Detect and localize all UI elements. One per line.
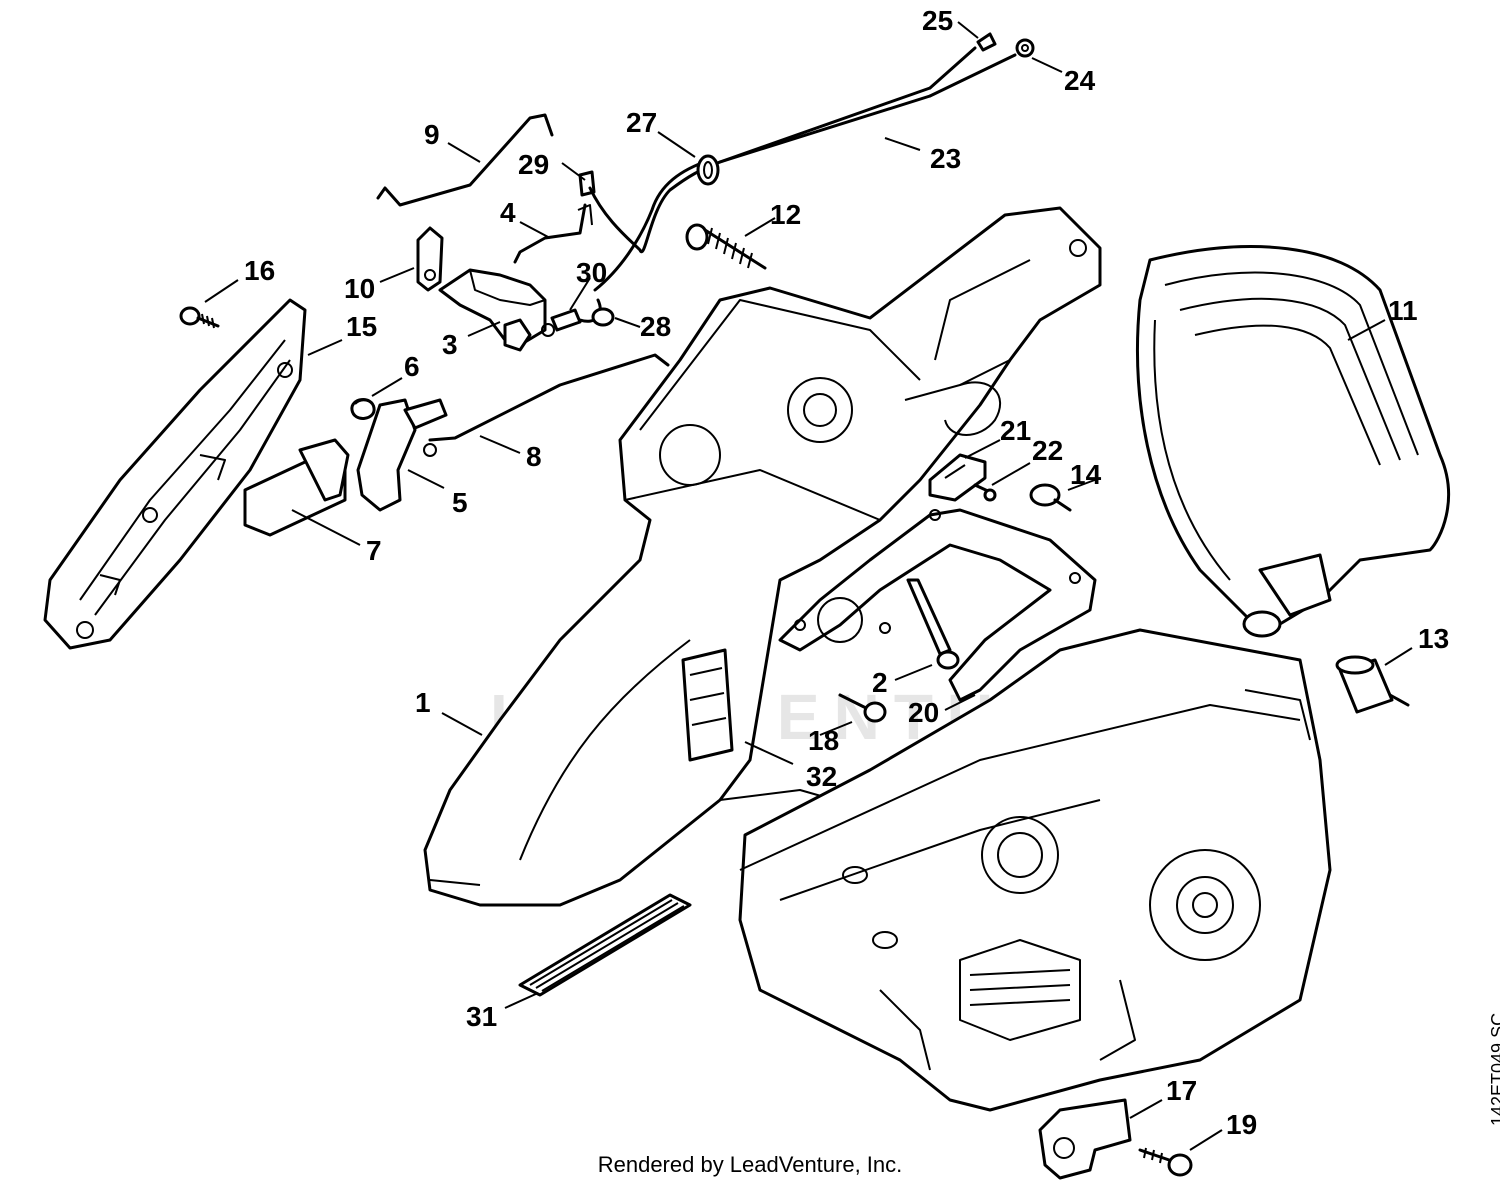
part-8-throttle-rod[interactable] xyxy=(428,353,670,442)
callout-19: 19 xyxy=(1226,1109,1257,1140)
callout-4: 4 xyxy=(500,197,516,228)
callout-31: 31 xyxy=(466,1001,497,1032)
drawing-code: 142ET049 SC xyxy=(1488,1012,1500,1126)
callout-27: 27 xyxy=(626,107,657,138)
callout-labels: 1 2 3 4 5 6 7 8 9 10 11 12 13 14 15 16 1… xyxy=(244,5,1449,1140)
callout-9: 9 xyxy=(424,119,440,150)
callout-11: 11 xyxy=(1388,295,1418,326)
callout-5: 5 xyxy=(452,487,468,518)
callout-10: 10 xyxy=(344,273,375,304)
part-14-screw[interactable] xyxy=(1029,483,1072,512)
part-31-decal[interactable] xyxy=(518,893,692,997)
part-5-throttle-trigger[interactable] xyxy=(356,398,448,512)
callout-24: 24 xyxy=(1064,65,1096,96)
part-20-gasket-frame[interactable] xyxy=(778,508,1097,702)
callout-2: 2 xyxy=(872,667,888,698)
leader-lines xyxy=(204,21,1413,1151)
part-24-ring-terminal[interactable] xyxy=(1015,38,1035,58)
part-12-spring[interactable] xyxy=(685,223,767,270)
part-28-grommet[interactable] xyxy=(591,307,615,327)
callout-1: 1 xyxy=(415,687,431,718)
callout-21: 21 xyxy=(1000,415,1031,446)
part-15-side-cover[interactable] xyxy=(43,298,307,650)
footer-credit: Rendered by LeadVenture, Inc. xyxy=(597,1152,903,1177)
part-11-front-handle[interactable] xyxy=(1136,245,1450,638)
part-7-cover[interactable] xyxy=(243,438,350,537)
callout-3: 3 xyxy=(442,329,458,360)
callout-23: 23 xyxy=(930,143,961,174)
part-10-lever[interactable] xyxy=(416,226,444,292)
callout-8: 8 xyxy=(526,441,542,472)
part-27-grommet[interactable] xyxy=(696,154,720,186)
part-4-contact-spring[interactable] xyxy=(513,203,593,264)
part-2-pin[interactable] xyxy=(906,578,960,670)
callout-18: 18 xyxy=(808,725,839,756)
callout-13: 13 xyxy=(1418,623,1449,654)
part-30-contact[interactable] xyxy=(550,308,582,332)
callout-29: 29 xyxy=(518,149,549,180)
part-9-wire-rod[interactable] xyxy=(376,113,554,207)
part-16-screw[interactable] xyxy=(179,306,220,329)
callout-30: 30 xyxy=(576,257,607,288)
callout-32: 32 xyxy=(806,761,837,792)
callout-7: 7 xyxy=(366,535,382,566)
part-13-buffer[interactable] xyxy=(1335,655,1410,714)
part-18-screw[interactable] xyxy=(838,693,887,723)
callout-17: 17 xyxy=(1166,1075,1197,1106)
part-17-bracket[interactable] xyxy=(1038,1098,1132,1180)
callout-14: 14 xyxy=(1070,459,1102,490)
engine-crankcase xyxy=(738,628,1332,1112)
part-25-terminal[interactable] xyxy=(976,32,997,52)
part-23-wire-harness[interactable] xyxy=(578,46,1017,323)
callout-15: 15 xyxy=(346,311,377,342)
part-19-screw[interactable] xyxy=(1138,1147,1193,1177)
part-21-damper[interactable] xyxy=(928,453,987,502)
part-3-switch[interactable] xyxy=(438,268,555,352)
part-1-rear-handle[interactable] xyxy=(423,206,1102,907)
part-6-spring[interactable] xyxy=(350,398,376,420)
callout-22: 22 xyxy=(1032,435,1063,466)
callout-6: 6 xyxy=(404,351,420,382)
part-32-label[interactable] xyxy=(681,648,734,762)
callout-16: 16 xyxy=(244,255,275,286)
callout-25: 25 xyxy=(922,5,953,36)
callout-12: 12 xyxy=(770,199,801,230)
callout-20: 20 xyxy=(908,697,939,728)
callout-28: 28 xyxy=(640,311,671,342)
part-22-screw[interactable] xyxy=(973,483,997,502)
